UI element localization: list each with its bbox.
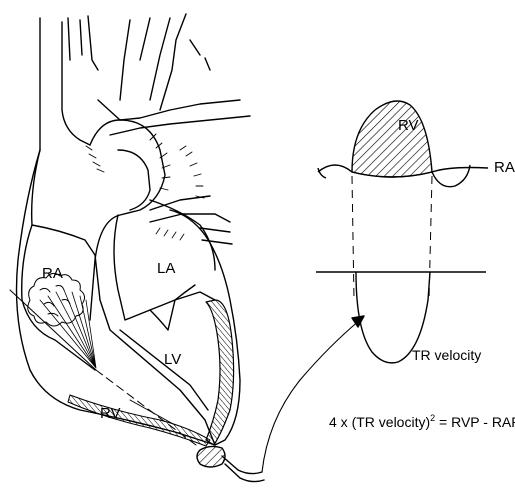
timing-guides [352, 176, 432, 300]
pressure-waveform [318, 101, 488, 187]
equation-suffix: = RVP - RAP [435, 414, 515, 430]
tricuspid-region [22, 225, 95, 370]
aortic-arch-branches [68, 14, 210, 110]
label-rv-pressure: RV [398, 117, 419, 134]
lv-wall [206, 300, 234, 445]
chordae-tendineae [40, 290, 96, 368]
probe-cable [222, 456, 264, 482]
bernoulli-equation: 4 x (TR velocity)2 = RVP - RAP [329, 413, 515, 430]
pulmonary-artery-branches [98, 100, 250, 135]
label-right-ventricle: RV [100, 405, 121, 422]
label-tr-velocity: TR velocity [412, 347, 481, 363]
superior-vena-cava [40, 18, 90, 150]
aorta [90, 120, 165, 320]
pulmonary-vein-hatching [156, 228, 184, 240]
rv-pressure-curve [352, 101, 432, 177]
right-atrium-wall [32, 150, 95, 255]
heart-outline [17, 150, 241, 445]
equation-prefix: 4 x (TR velocity) [329, 414, 430, 430]
equation-text: 4 x (TR velocity)2 = RVP - RAP [329, 413, 515, 430]
doppler-probe [197, 446, 225, 467]
label-left-ventricle: LV [164, 351, 181, 368]
heart-illustration [10, 14, 364, 482]
label-left-atrium: LA [157, 260, 175, 277]
aorta-inner [118, 150, 150, 210]
connector-arrow [262, 320, 360, 472]
aorta-hatching [86, 134, 204, 198]
timing-guide-left [352, 176, 354, 300]
label-ra-pressure: RA [494, 159, 515, 176]
label-right-atrium: RA [42, 265, 63, 282]
